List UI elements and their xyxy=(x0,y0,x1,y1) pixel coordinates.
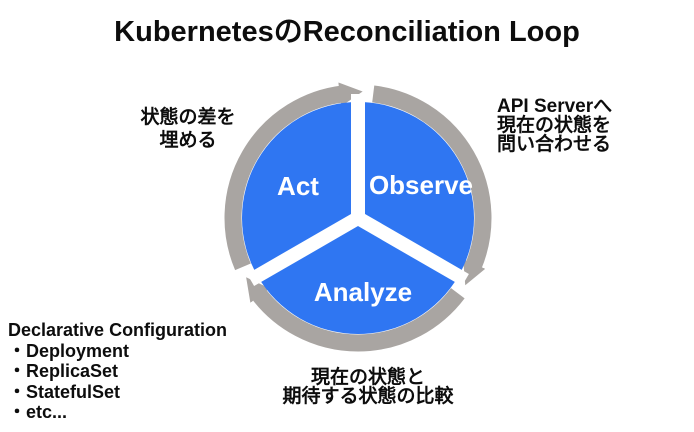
list-item: ・etc... xyxy=(8,402,68,422)
list-item: ・ReplicaSet xyxy=(8,361,119,381)
annotation-observe-line2: 現在の状態を xyxy=(497,115,612,136)
annotation-observe-line1: API Serverへ xyxy=(497,96,613,117)
annotation-analyze-line1: 現在の状態と xyxy=(310,367,425,388)
segment-divider-left xyxy=(247,211,362,287)
annotation-analyze-line2: 期待する状態の比較 xyxy=(282,386,454,407)
list-item: ・Deployment xyxy=(8,340,130,361)
cycle-arrow-left-icon xyxy=(224,82,363,271)
annotation-act: 状態の差を 埋める xyxy=(108,106,268,152)
annotation-observe-line3: 問い合わせる xyxy=(497,134,612,155)
annotation-declarative-configuration: Declarative Configuration ・Deployment ・R… xyxy=(8,320,248,423)
annotation-act-line1: 状態の差を xyxy=(140,107,236,128)
annotation-analyze: 現在の状態と 期待する状態の比較 xyxy=(258,368,478,406)
segment-label-analyze: Analyze xyxy=(314,277,412,307)
segment-label-act: Act xyxy=(277,171,319,201)
annotation-act-line2: 埋める xyxy=(159,130,217,151)
page-title: KubernetesのReconciliation Loop xyxy=(114,16,580,48)
segment-divider-right xyxy=(354,211,469,287)
annotation-observe: API Serverへ 現在の状態を 問い合わせる xyxy=(497,97,687,154)
cycle-arrow-bottom-icon xyxy=(246,277,465,352)
list-item: ・StatefulSet xyxy=(8,381,121,402)
segment-label-observe: Observe xyxy=(369,170,473,200)
declarative-heading: Declarative Configuration xyxy=(8,320,228,340)
cycle-arrow-right-icon xyxy=(372,85,492,286)
